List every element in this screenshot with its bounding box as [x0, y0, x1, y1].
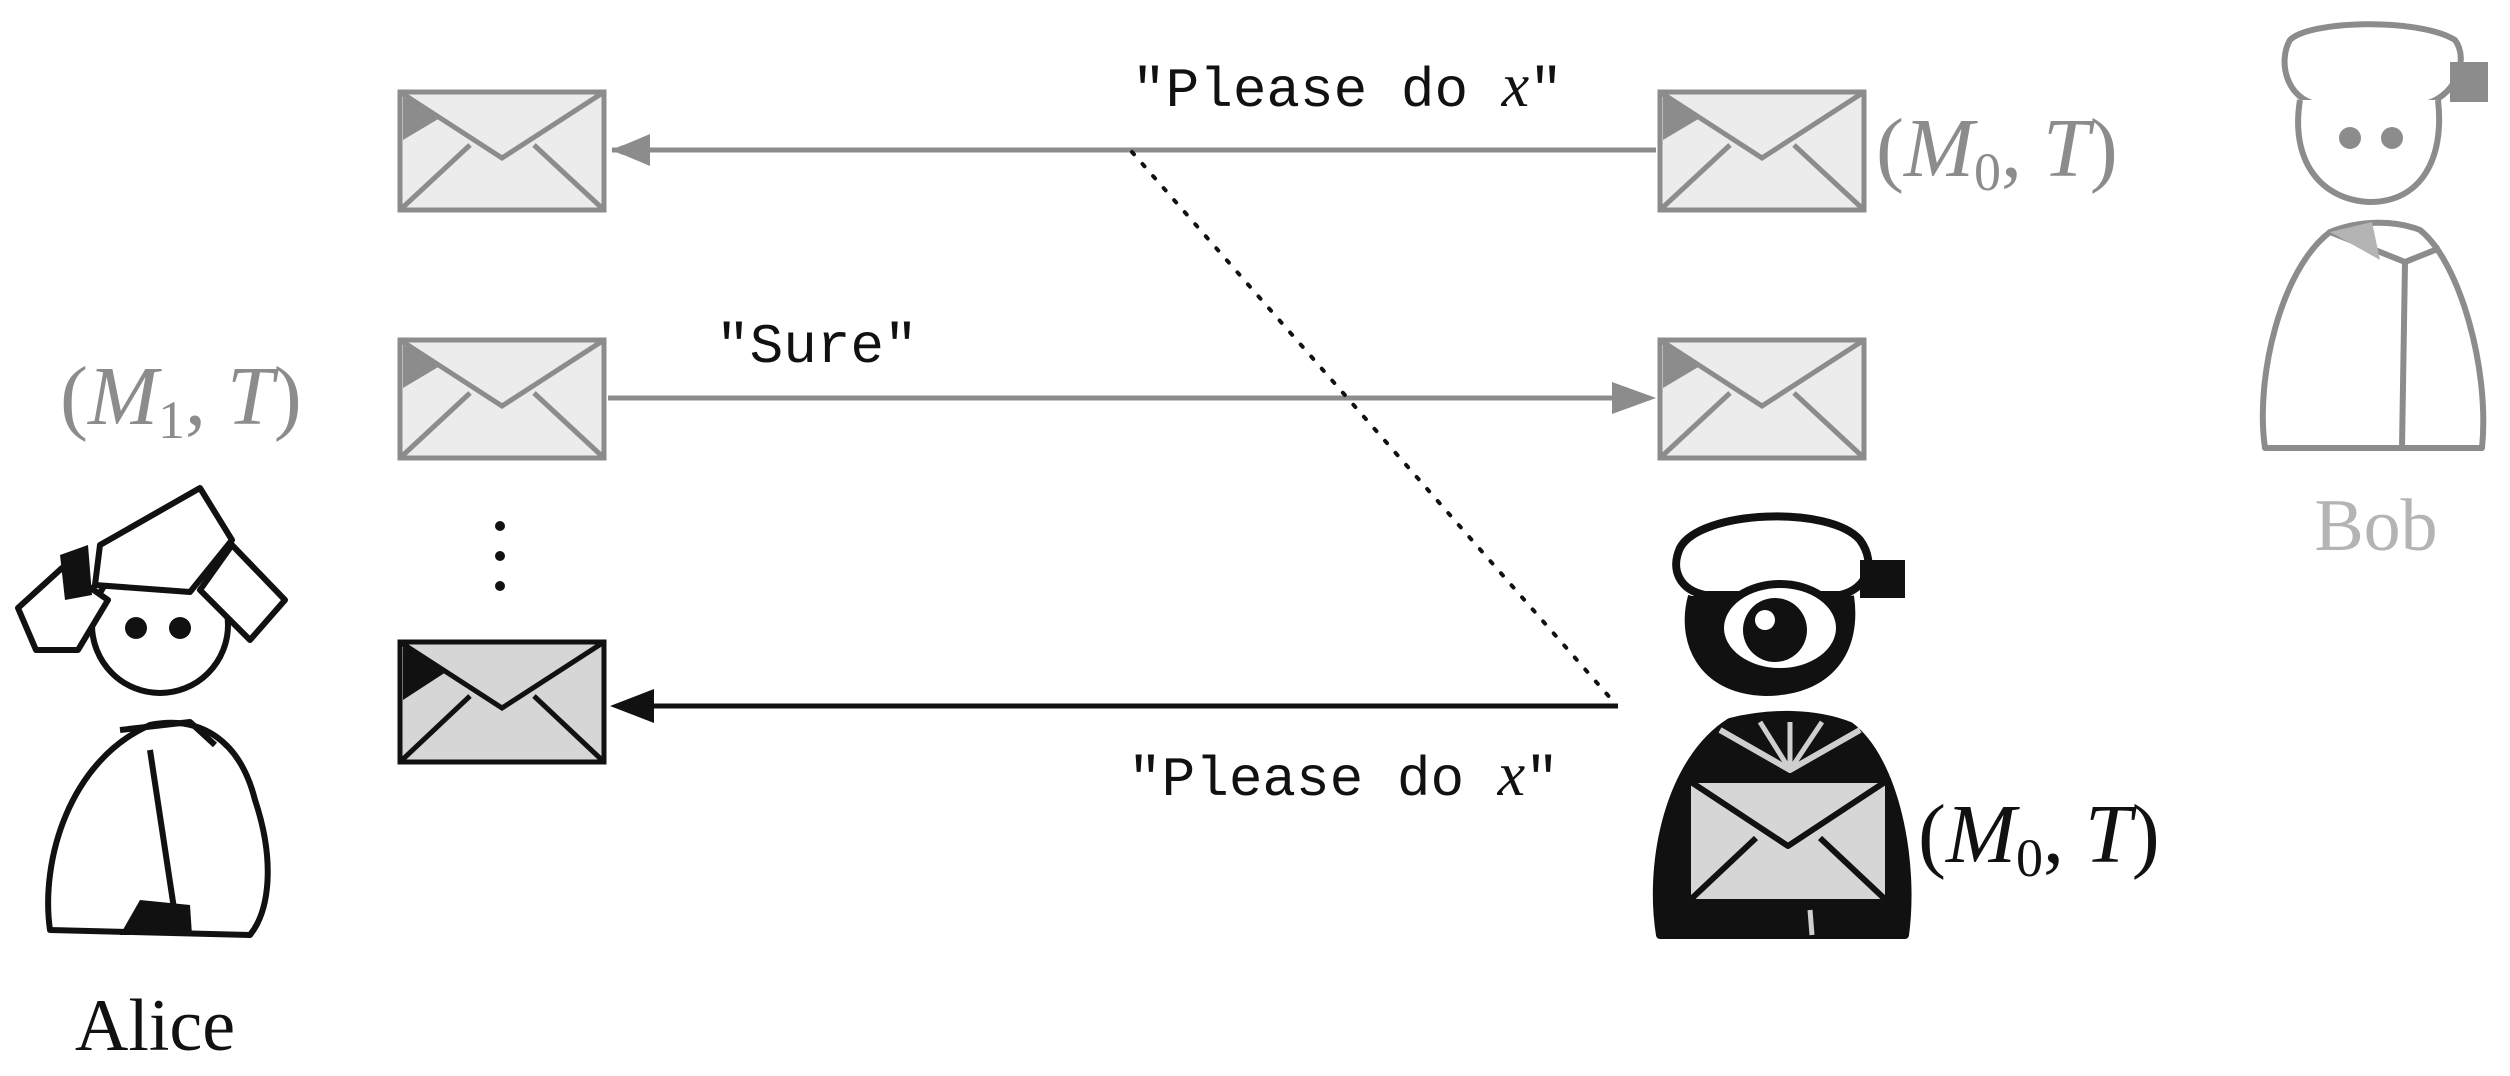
envelope-icon	[1657, 337, 1867, 461]
bob-person-icon	[2259, 21, 2488, 451]
forwarded-request-arrowhead	[610, 689, 654, 723]
alice-person-icon	[15, 485, 288, 938]
eavesdropper-person-icon	[1652, 512, 1912, 939]
alice-tuple-label: (M1, T)	[60, 350, 302, 450]
envelope-icon	[1657, 89, 1867, 213]
request-arrowhead	[612, 134, 650, 166]
bob-tuple-label: (M0, T)	[1876, 102, 2118, 202]
envelope-icon	[397, 337, 607, 461]
eavesdropper-tuple-label: (M0, T)	[1918, 788, 2160, 888]
vertical-ellipsis	[495, 521, 505, 591]
reply-arrowhead	[1612, 382, 1656, 414]
alice-name-label: Alice	[75, 985, 235, 1067]
request-message-label: "Please do x"	[1132, 52, 1563, 123]
envelope-icon	[397, 89, 607, 213]
envelope-icon	[397, 639, 607, 765]
interception-dotted-line	[1130, 150, 1614, 702]
bob-name-label: Bob	[2314, 485, 2437, 567]
reply-message-label: "Sure"	[716, 315, 918, 379]
forwarded-message-label: "Please do x"	[1128, 741, 1559, 812]
